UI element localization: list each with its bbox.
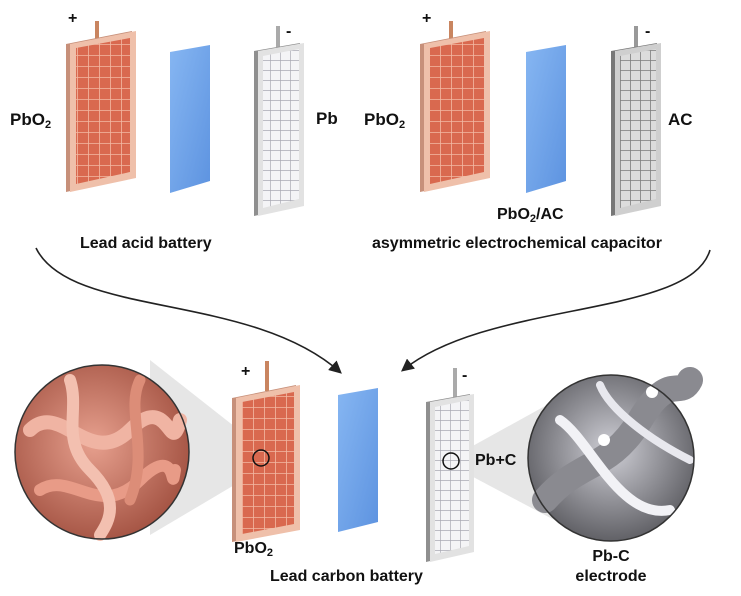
pbc-electrode-label-line1: Pb-C <box>592 548 630 565</box>
lead-acid-positive-plate <box>66 21 136 192</box>
capacitor-system-label: PbO2/AC <box>497 206 564 225</box>
capacitor-positive-label: PbO2 <box>364 110 406 131</box>
capacitor-caption: asymmetric electrochemical capacitor <box>372 235 662 252</box>
capacitor-ac-label: AC <box>668 110 693 129</box>
capacitor-separator <box>526 45 566 193</box>
lead-acid-minus-sign: - <box>286 23 292 40</box>
lead-carbon-minus-sign: - <box>462 367 468 384</box>
lead-acid-negative-plate <box>254 26 304 216</box>
lead-acid-negative-label: Pb <box>316 109 338 128</box>
capacitor-minus-sign: - <box>645 23 651 40</box>
lead-carbon-separator <box>338 388 378 532</box>
capacitor-positive-plate <box>420 21 490 192</box>
pbc-electrode-label-line2: electrode <box>575 568 647 585</box>
lead-carbon-negative-label: Pb+C <box>475 452 517 469</box>
lead-acid-caption: Lead acid battery <box>80 235 212 252</box>
right-merge-arrow <box>401 249 711 372</box>
pbc-electrode-label: Pb-C electrode <box>566 547 656 587</box>
capacitor-plus-sign: + <box>422 10 432 27</box>
pbo2-micrograph-circle <box>14 364 190 541</box>
lead-acid-plus-sign: + <box>68 10 78 27</box>
left-merge-arrow <box>35 247 342 374</box>
lead-carbon-negative-plate <box>426 368 474 562</box>
pbc-micrograph-circle <box>527 367 703 542</box>
lead-carbon-plus-sign: + <box>241 363 251 380</box>
lead-carbon-caption: Lead carbon battery <box>270 568 423 585</box>
capacitor-ac-plate <box>611 26 661 216</box>
lead-carbon-positive-plate <box>232 361 300 542</box>
lead-acid-separator <box>170 45 210 193</box>
lead-acid-positive-label: PbO2 <box>10 110 52 131</box>
lead-carbon-positive-label: PbO2 <box>234 540 274 559</box>
